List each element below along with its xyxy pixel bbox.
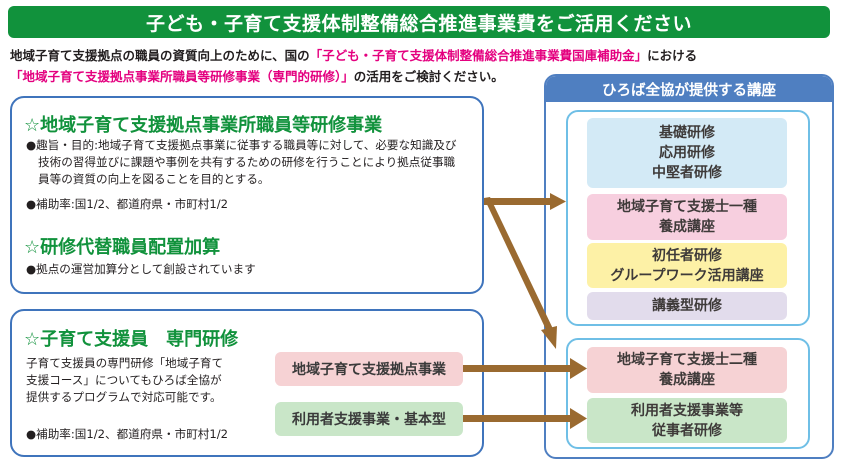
course-line: 中堅者研修 [652, 165, 722, 181]
staff-training-subsidy: ●補助率:国1/2、都道府県・市町村1/2 [26, 197, 229, 211]
course-line: 地域子育て支援士二種 [617, 352, 757, 368]
courses-panel-header: ひろば全協が提供する講座 [546, 76, 832, 102]
intro-highlight-training: 「地域子育て支援拠点事業所職員等研修事業（専門的研修）」 [10, 69, 354, 84]
intro-text: の活用をご検討ください。 [353, 69, 504, 84]
page-banner-title: 子ども・子育て支援体制整備総合推進事業費をご活用ください [8, 6, 830, 38]
childcare-supporter-description: 子育て支援員の専門研修「地域子育て支援コース」についてもひろば全協が提供するプロ… [26, 356, 224, 404]
intro-line-1: 地域子育て支援拠点の職員の資質向上のために、国の「子ども・子育て支援体制整備総合… [10, 45, 697, 64]
course-line: 養成講座 [659, 219, 715, 235]
course-line: 応用研修 [659, 145, 715, 161]
course-line: 従事者研修 [652, 422, 722, 439]
course-lecture-training: 講義型研修 [587, 292, 787, 320]
substitute-staff-note: ●拠点の運営加算分として創設されています [26, 262, 256, 276]
course-basic-applied-midlevel: 基礎研修 応用研修 中堅者研修 [587, 118, 787, 188]
arrow-right-icon [463, 358, 587, 379]
course-supporter-level-1: 地域子育て支援士一種 養成講座 [587, 194, 787, 240]
course-line: 基礎研修 [659, 125, 715, 141]
substitute-staff-title: ☆研修代替職員配置加算 [24, 237, 221, 258]
tag-user-support-basic: 利用者支援事業・基本型 [275, 402, 463, 436]
course-line: 初任者研修 [652, 247, 722, 264]
arrow-diagonal-icon [484, 197, 557, 349]
intro-text: 地域子育て支援拠点の職員の資質向上のために、国の [10, 48, 310, 63]
course-supporter-level-2: 地域子育て支援士二種 養成講座 [587, 347, 787, 393]
arrow-right-icon [484, 193, 566, 210]
intro-line-2: 「地域子育て支援拠点事業所職員等研修事業（専門的研修）」の活用をご検討ください。 [10, 66, 504, 85]
course-user-support-staff: 利用者支援事業等 従事者研修 [587, 398, 787, 443]
childcare-supporter-subsidy: ●補助率:国1/2、都道府県・市町村1/2 [26, 427, 229, 441]
course-line: 利用者支援事業等 [631, 402, 743, 419]
childcare-supporter-title: ☆子育て支援員 専門研修 [24, 329, 239, 350]
course-line: 講義型研修 [652, 298, 722, 314]
intro-highlight-grant: 「子ども・子育て支援体制整備総合推進事業費国庫補助金」 [309, 48, 648, 63]
staff-training-purpose: ●趣旨・目的:地域子育て支援拠点事業に従事する職員等に対して、必要な知識及び技術… [26, 138, 457, 186]
course-line: 地域子育て支援士一種 [617, 199, 757, 215]
course-beginner-groupwork: 初任者研修 グループワーク活用講座 [587, 243, 787, 288]
tag-regional-hub-project: 地域子育て支援拠点事業 [275, 352, 463, 386]
arrow-right-icon [463, 408, 587, 429]
staff-training-program-box [10, 96, 484, 294]
intro-text: における [647, 48, 698, 63]
course-line: グループワーク活用講座 [610, 267, 764, 284]
course-line: 養成講座 [659, 372, 715, 388]
staff-training-title: ☆地域子育て支援拠点事業所職員等研修事業 [24, 115, 383, 136]
